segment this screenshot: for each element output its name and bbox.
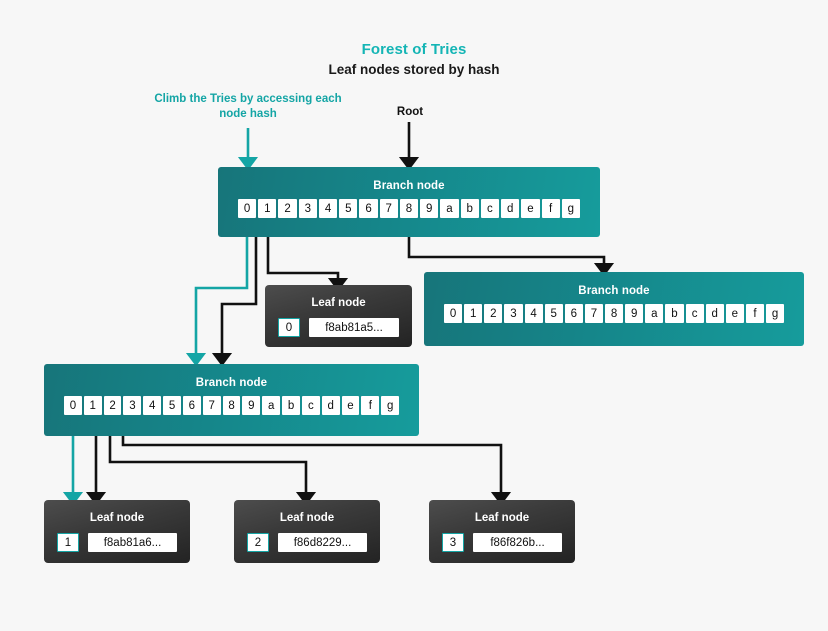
leaf-node-3[interactable]: Leaf node 3 f86f826b...: [429, 500, 575, 563]
wire-root0-to-leftbranch-teal: [185, 221, 249, 367]
cell-6[interactable]: 6: [359, 199, 378, 218]
leaf-node-2[interactable]: Leaf node 2 f86d8229...: [234, 500, 380, 563]
cell-1[interactable]: 1: [464, 304, 483, 323]
cell-0[interactable]: 0: [64, 396, 82, 415]
cell-8[interactable]: 8: [399, 199, 419, 218]
cell-1[interactable]: 1: [83, 396, 102, 415]
cell-3[interactable]: 3: [298, 199, 317, 218]
cell-d[interactable]: d: [501, 199, 520, 218]
cell-b[interactable]: b: [460, 199, 479, 218]
leaf-node-2-row: 2 f86d8229...: [234, 524, 380, 552]
branch-node-right-label: Branch node: [578, 285, 650, 297]
leaf-node-1-index: 1: [57, 533, 79, 552]
cell-8[interactable]: 8: [222, 396, 241, 415]
branch-node-right[interactable]: Branch node 0 1 2 3 4 5 6 7 8 9 a b c d …: [424, 272, 804, 346]
leaf-node-0-hash: f8ab81a5...: [309, 318, 399, 337]
branch-node-root-cells: 0 1 2 3 4 5 6 7 8 9 a b c d e f g: [218, 199, 600, 218]
leaf-node-1-label: Leaf node: [89, 512, 145, 524]
page-title: Forest of Tries: [361, 41, 467, 58]
cell-c[interactable]: c: [685, 304, 704, 323]
cell-3[interactable]: 3: [123, 396, 142, 415]
cell-b[interactable]: b: [665, 304, 684, 323]
branch-node-root-label: Branch node: [373, 180, 445, 192]
cell-9[interactable]: 9: [420, 199, 439, 218]
cell-8[interactable]: 8: [605, 304, 624, 323]
cell-5[interactable]: 5: [163, 396, 181, 415]
cell-2[interactable]: 2: [278, 199, 297, 218]
cell-5[interactable]: 5: [339, 199, 358, 218]
leaf-node-3-index: 3: [442, 533, 464, 552]
cell-1[interactable]: 1: [258, 199, 277, 218]
cell-7[interactable]: 7: [202, 396, 221, 415]
branch-node-left-label: Branch node: [195, 377, 268, 389]
cell-g[interactable]: g: [561, 199, 580, 218]
cell-e[interactable]: e: [725, 304, 744, 323]
cell-6[interactable]: 6: [182, 396, 201, 415]
cell-4[interactable]: 4: [318, 199, 338, 218]
cell-2[interactable]: 2: [103, 396, 122, 415]
leaf-node-0[interactable]: Leaf node 0 f8ab81a5...: [265, 285, 412, 347]
leaf-node-1-row: 1 f8ab81a6...: [44, 524, 190, 552]
cell-0[interactable]: 0: [238, 199, 257, 218]
cell-6[interactable]: 6: [564, 304, 583, 323]
branch-node-left[interactable]: Branch node 0 1 2 3 4 5 6 7 8 9 a b c d …: [44, 364, 419, 436]
cell-f[interactable]: f: [361, 396, 380, 415]
cell-7[interactable]: 7: [379, 199, 398, 218]
cell-c[interactable]: c: [480, 199, 500, 218]
cell-f[interactable]: f: [745, 304, 764, 323]
cell-f[interactable]: f: [541, 199, 560, 218]
branch-node-right-cells: 0 1 2 3 4 5 6 7 8 9 a b c d e f g: [424, 304, 804, 323]
cell-d[interactable]: d: [705, 304, 724, 323]
cell-b[interactable]: b: [282, 396, 300, 415]
leaf-node-1[interactable]: Leaf node 1 f8ab81a6...: [44, 500, 190, 563]
cell-e[interactable]: e: [341, 396, 360, 415]
leaf-node-0-index: 0: [278, 318, 300, 337]
leaf-node-0-label: Leaf node: [311, 297, 366, 309]
cell-c[interactable]: c: [301, 396, 320, 415]
cell-9[interactable]: 9: [242, 396, 261, 415]
branch-node-root[interactable]: Branch node 0 1 2 3 4 5 6 7 8 9 a b c d …: [218, 167, 600, 237]
annotation-root: Root: [396, 106, 424, 118]
leaf-node-2-index: 2: [247, 533, 269, 552]
cell-2[interactable]: 2: [484, 304, 503, 323]
cell-e[interactable]: e: [521, 199, 540, 218]
cell-0[interactable]: 0: [444, 304, 463, 323]
leaf-node-3-label: Leaf node: [474, 512, 530, 524]
leaf-node-0-row: 0 f8ab81a5...: [265, 309, 412, 337]
cell-4[interactable]: 4: [143, 396, 162, 415]
annotation-climb-the-tries: Climb the Tries by accessing each node h…: [154, 93, 342, 120]
cell-5[interactable]: 5: [544, 304, 563, 323]
cell-9[interactable]: 9: [625, 304, 644, 323]
cell-d[interactable]: d: [321, 396, 340, 415]
cell-3[interactable]: 3: [504, 304, 523, 323]
cell-4[interactable]: 4: [524, 304, 543, 323]
branch-node-left-cells: 0 1 2 3 4 5 6 7 8 9 a b c d e f g: [44, 396, 419, 415]
cell-7[interactable]: 7: [584, 304, 603, 323]
leaf-node-3-hash: f86f826b...: [473, 533, 562, 552]
wire-root0-to-leftbranch: [211, 221, 258, 367]
cell-a[interactable]: a: [262, 396, 281, 415]
page-subtitle: Leaf nodes stored by hash: [328, 62, 500, 77]
leaf-node-2-hash: f86d8229...: [278, 533, 367, 552]
cell-a[interactable]: a: [645, 304, 664, 323]
cell-g[interactable]: g: [766, 304, 785, 323]
leaf-node-3-row: 3 f86f826b...: [429, 524, 575, 552]
leaf-node-2-label: Leaf node: [279, 512, 335, 524]
leaf-node-1-hash: f8ab81a6...: [88, 533, 177, 552]
cell-a[interactable]: a: [440, 199, 459, 218]
cell-g[interactable]: g: [381, 396, 400, 415]
